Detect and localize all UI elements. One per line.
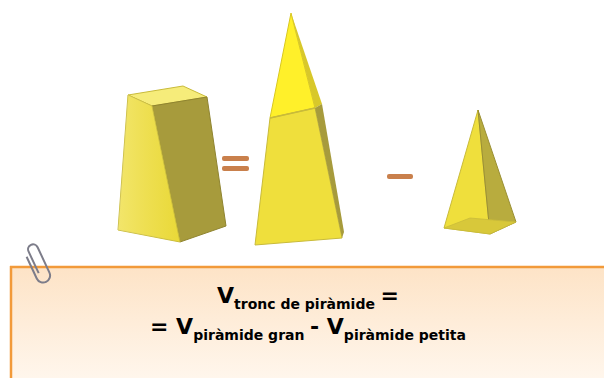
box-border — [10, 266, 13, 378]
small-pyramid — [444, 110, 516, 234]
subscript: piràmide petita — [344, 327, 466, 343]
minus-sign — [387, 174, 413, 179]
subscript: piràmide gran — [193, 327, 304, 343]
frustum — [118, 86, 226, 242]
volume-symbol: - V — [310, 314, 344, 339]
formula-box: Vtronc de piràmide = = Vpiràmide gran - V… — [12, 269, 604, 378]
big-pyramid — [255, 13, 344, 245]
subscript: tronc de piràmide — [234, 296, 375, 312]
paperclip-icon — [23, 243, 53, 285]
volume-symbol: = V — [150, 314, 193, 339]
box-ground — [10, 266, 604, 378]
volume-symbol: V — [217, 283, 234, 308]
equals-sign — [222, 156, 249, 171]
equals-text: = — [381, 283, 399, 308]
box-border — [10, 266, 604, 269]
